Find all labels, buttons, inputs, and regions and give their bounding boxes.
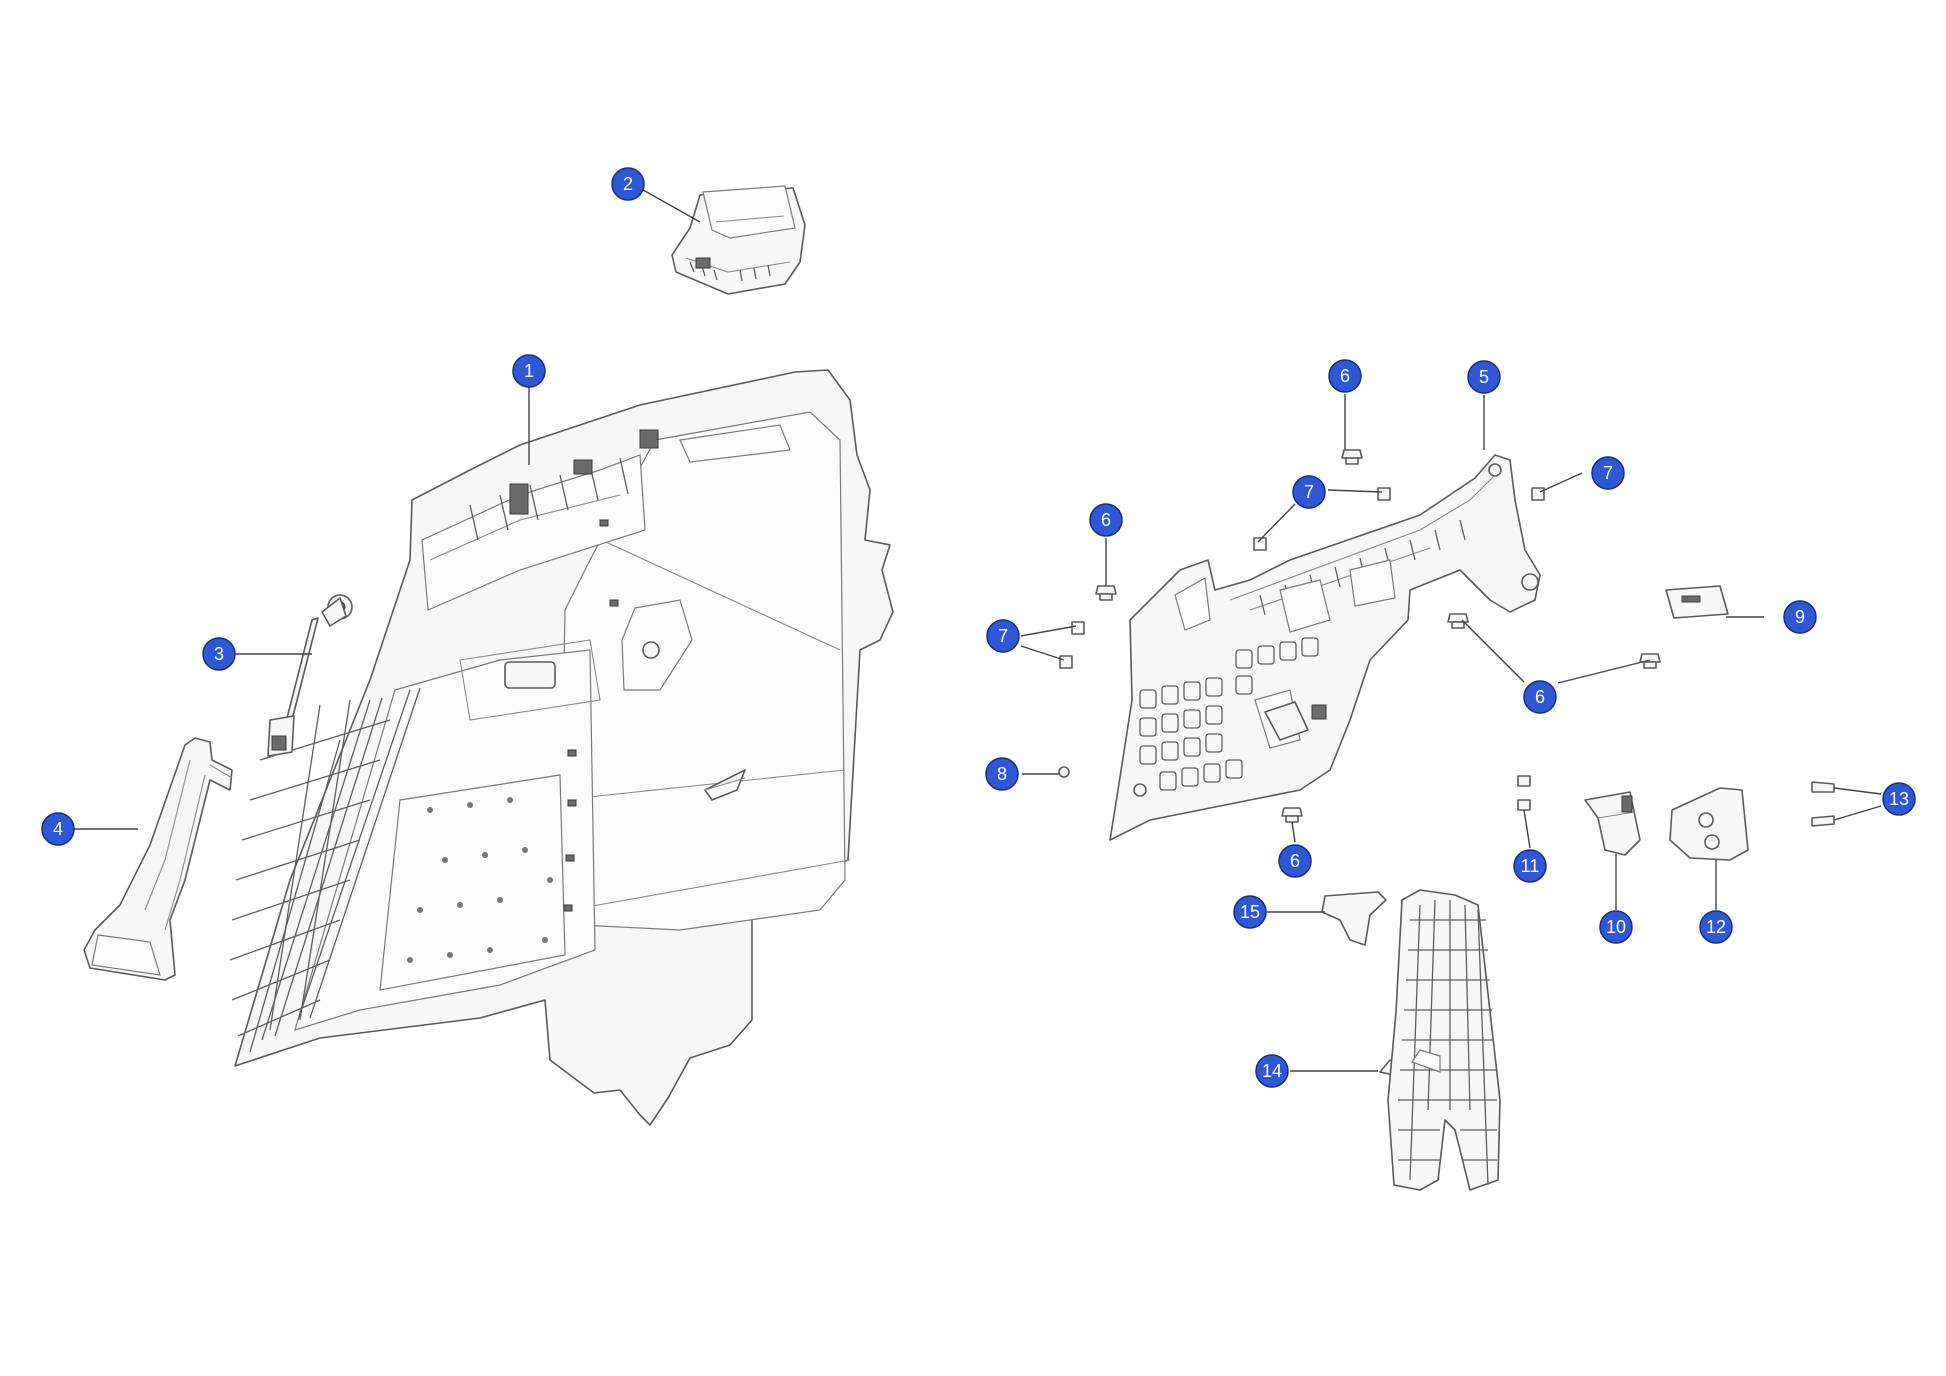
part-7-nut-left-b bbox=[1059, 655, 1073, 669]
part-7-nut-right bbox=[1531, 487, 1545, 501]
svg-text:7: 7 bbox=[1304, 482, 1314, 502]
part-5-inner-panel bbox=[1109, 454, 1541, 841]
svg-text:11: 11 bbox=[1521, 856, 1540, 876]
callout-6-left: 6 bbox=[1089, 503, 1123, 537]
svg-text:15: 15 bbox=[1240, 902, 1260, 922]
part-2-duct bbox=[671, 185, 806, 295]
svg-text:1: 1 bbox=[524, 361, 534, 381]
part-6-clip-center bbox=[1447, 613, 1469, 629]
callout-6-bottom: 6 bbox=[1278, 844, 1312, 878]
svg-text:6: 6 bbox=[1535, 687, 1545, 707]
part-6-clip-bottom bbox=[1281, 807, 1303, 823]
part-7-nut-left-a bbox=[1071, 621, 1085, 635]
inner-panel-grid bbox=[1139, 637, 1319, 791]
part-1-side-trim-panel bbox=[229, 369, 894, 1126]
svg-text:14: 14 bbox=[1262, 1061, 1282, 1081]
part-11-screws bbox=[1517, 775, 1531, 811]
callout-9: 9 bbox=[1783, 600, 1817, 634]
callout-6-center: 6 bbox=[1523, 680, 1557, 714]
callout-12: 12 bbox=[1699, 910, 1733, 944]
part-6-clip-right bbox=[1639, 653, 1661, 669]
part-7-nut-mid bbox=[1253, 537, 1267, 551]
callout-11: 11 bbox=[1513, 849, 1547, 883]
callout-7-left: 7 bbox=[986, 619, 1020, 653]
svg-text:6: 6 bbox=[1290, 851, 1300, 871]
part-6-clip-top bbox=[1341, 449, 1363, 465]
callout-2: 2 bbox=[611, 167, 645, 201]
svg-text:2: 2 bbox=[623, 174, 633, 194]
part-3-rod-assembly bbox=[267, 594, 353, 757]
callout-3: 3 bbox=[202, 637, 236, 671]
callout-8: 8 bbox=[985, 757, 1019, 791]
part-15-cover bbox=[1321, 891, 1387, 946]
part-4-pillar-trim bbox=[83, 737, 233, 981]
callout-13: 13 bbox=[1882, 782, 1916, 816]
svg-text:7: 7 bbox=[998, 626, 1008, 646]
part-14-grid-bracket bbox=[1379, 889, 1501, 1191]
svg-text:6: 6 bbox=[1101, 510, 1111, 530]
part-10-hinge bbox=[1584, 791, 1641, 856]
svg-text:9: 9 bbox=[1795, 607, 1805, 627]
panel-mesh-grid bbox=[229, 687, 421, 1053]
callout-6-top: 6 bbox=[1328, 359, 1362, 393]
callout-4: 4 bbox=[41, 812, 75, 846]
svg-text:6: 6 bbox=[1340, 366, 1350, 386]
part-6-clip-left bbox=[1095, 585, 1117, 601]
svg-text:12: 12 bbox=[1706, 917, 1726, 937]
svg-text:4: 4 bbox=[53, 819, 63, 839]
callout-1: 1 bbox=[512, 354, 546, 388]
svg-text:3: 3 bbox=[214, 644, 224, 664]
callout-10: 10 bbox=[1599, 910, 1633, 944]
part-12-bracket bbox=[1669, 787, 1749, 861]
callout-5: 5 bbox=[1467, 360, 1501, 394]
svg-text:7: 7 bbox=[1603, 463, 1613, 483]
svg-text:5: 5 bbox=[1479, 367, 1489, 387]
part-8-clip bbox=[1058, 766, 1070, 778]
part-9-label-plate bbox=[1665, 585, 1729, 619]
callout-15: 15 bbox=[1233, 895, 1267, 929]
bracket-grid bbox=[1398, 899, 1497, 1186]
callout-7-top: 7 bbox=[1292, 475, 1326, 509]
callout-7-right: 7 bbox=[1591, 456, 1625, 490]
svg-text:13: 13 bbox=[1889, 789, 1909, 809]
callout-14: 14 bbox=[1255, 1054, 1289, 1088]
part-13-bolts bbox=[1811, 781, 1835, 827]
part-7-nut-top bbox=[1377, 487, 1391, 501]
svg-text:10: 10 bbox=[1606, 917, 1626, 937]
svg-text:8: 8 bbox=[997, 764, 1007, 784]
